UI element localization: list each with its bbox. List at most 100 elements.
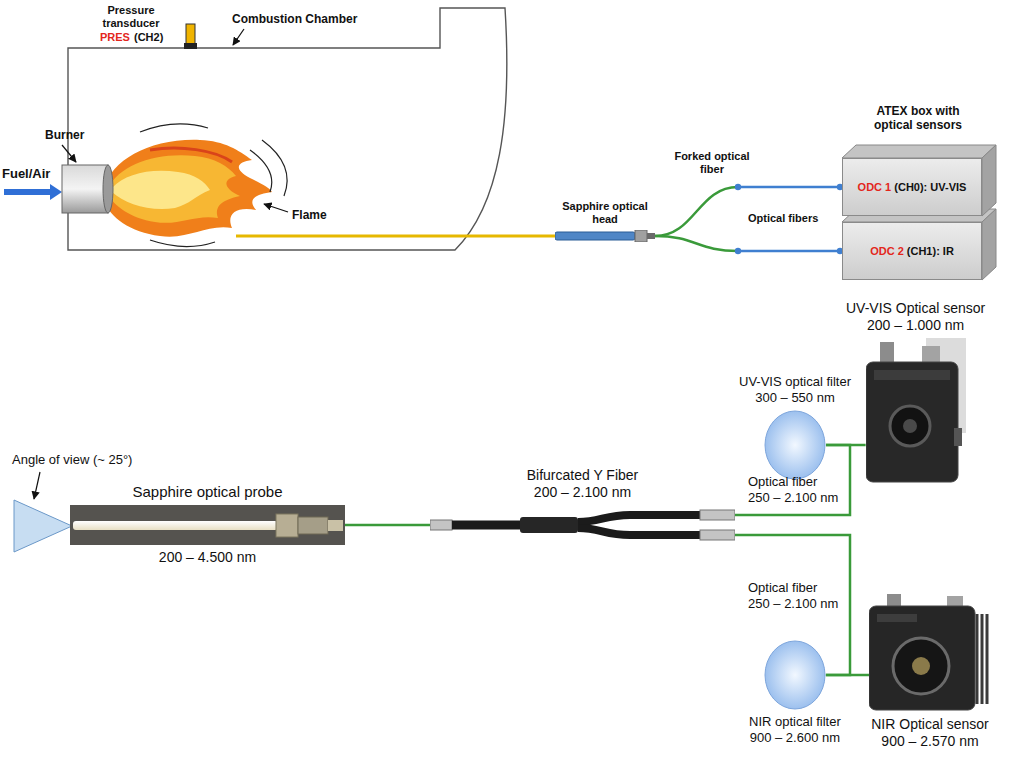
nirsensor-picture	[981, 614, 984, 704]
optical-fiber	[826, 444, 866, 447]
leader-arrows	[62, 145, 76, 162]
head-picture	[555, 230, 655, 242]
yfiber-picture	[578, 528, 702, 535]
optical-fiber	[738, 186, 842, 189]
optical-sensor: UV-VIS Optical sensor200 – 1.000 nm	[846, 300, 985, 487]
view-cone	[14, 500, 72, 552]
optical-filter: UV-VIS optical filter300 – 550 nm	[739, 374, 851, 484]
pressure-transducer	[184, 24, 197, 49]
uvsensor-picture	[922, 346, 940, 364]
pressure-transducer	[186, 24, 195, 44]
fiber-connector	[345, 525, 430, 526]
y-fiber: Bifurcated Y Fiber200 – 2.100 nm	[430, 467, 735, 549]
sensor-box: ODC 2 (CH1): IR	[842, 222, 982, 280]
part-label: Burner	[45, 128, 84, 142]
nirsensor-picture	[912, 657, 930, 675]
optical-probe: Sapphire optical probe 200 – 4.500 nm	[70, 483, 345, 566]
node-text: 200 – 4.500 nm	[159, 549, 256, 566]
flame	[104, 140, 272, 237]
leader-arrows	[233, 29, 244, 45]
fuel-air-arrow	[4, 184, 62, 200]
yfiber-picture	[430, 520, 452, 530]
box-side-face	[982, 209, 996, 280]
optical-probe-line	[236, 235, 555, 238]
nirsensor-picture	[893, 638, 949, 694]
probe-picture	[298, 517, 328, 534]
uvsensor-picture	[866, 338, 966, 483]
probe-picture	[70, 505, 345, 545]
yfiber-picture	[452, 521, 525, 530]
burner	[103, 165, 113, 213]
box-text: (CH0): UV-VIS	[894, 181, 966, 193]
uvsensor-picture	[890, 406, 930, 446]
node-text: Sapphire optical head	[557, 200, 653, 226]
fiber-joint	[735, 184, 741, 190]
sound-waves	[150, 240, 215, 247]
head-picture	[647, 233, 655, 239]
circle-picture	[764, 410, 826, 480]
yfiber-picture	[430, 505, 735, 545]
sensor-box: ODC 1 (CH0): UV-VIS	[842, 158, 982, 216]
note-label: Angle of view (~ 25°)	[12, 452, 132, 468]
uvsensor-picture	[874, 370, 950, 380]
range-label: 250 – 2.100 nm	[748, 490, 838, 506]
uvsensor-picture	[954, 428, 962, 446]
box-faces	[842, 145, 996, 280]
box-text: ODC 1	[858, 181, 892, 193]
fiber-joint	[735, 248, 741, 254]
signal-name: PRES	[100, 31, 130, 44]
part-label: Forked optical fiber	[666, 150, 758, 176]
nirsensor-picture	[977, 614, 987, 704]
optical-fiber	[826, 674, 869, 677]
yfiber-picture	[700, 530, 735, 540]
part-label: Combustion Chamber	[232, 12, 357, 26]
uvsensor-picture	[880, 342, 894, 364]
yfiber-picture	[700, 510, 735, 520]
head-picture	[555, 232, 635, 240]
uvsensor-picture	[866, 338, 966, 483]
part-label: Flame	[292, 208, 327, 222]
yfiber-picture	[430, 505, 735, 545]
box-text-line: ODC 2 (CH1): IR	[870, 245, 954, 258]
fiber-connector	[826, 445, 866, 446]
leader-arrows	[264, 204, 288, 212]
fiber-connector	[826, 675, 869, 676]
sound-waves	[250, 150, 272, 192]
pressure-transducer	[184, 43, 197, 49]
box-text-line: ODC 1 (CH0): UV-VIS	[858, 181, 967, 194]
box-side-face	[982, 145, 996, 216]
nirsensor-picture	[877, 614, 917, 622]
flame	[112, 171, 210, 209]
node-text: Sapphire optical probe	[132, 483, 282, 501]
box-top-face	[842, 145, 996, 158]
probe-picture	[73, 521, 278, 530]
flame	[104, 140, 272, 237]
leader-arrows	[34, 472, 40, 499]
combustion-chamber	[68, 8, 507, 250]
burner	[62, 165, 108, 213]
circle-picture	[764, 640, 826, 710]
circle-picture	[765, 411, 825, 479]
box-text: ODC 2	[870, 245, 904, 257]
head-picture	[555, 230, 655, 242]
fiber-connector	[655, 184, 843, 236]
circle-picture	[764, 410, 826, 480]
fuel-air-arrow	[4, 189, 50, 195]
circle-picture	[765, 641, 825, 709]
flame	[150, 148, 232, 162]
fiber-connector	[655, 236, 843, 254]
sound-waves	[140, 124, 208, 132]
optical-filter: NIR optical filter900 – 2.600 nm	[749, 636, 841, 746]
channel-name: (CH2)	[134, 31, 163, 44]
probe-picture	[276, 514, 298, 537]
leader-arrows	[34, 29, 288, 499]
probe-picture	[70, 505, 345, 545]
forked-fiber	[655, 236, 738, 251]
node-text: NIR Optical sensor	[871, 716, 988, 733]
node-text: 300 – 550 nm	[755, 390, 835, 406]
box-text: (CH1): IR	[907, 245, 954, 257]
flame	[108, 155, 240, 223]
